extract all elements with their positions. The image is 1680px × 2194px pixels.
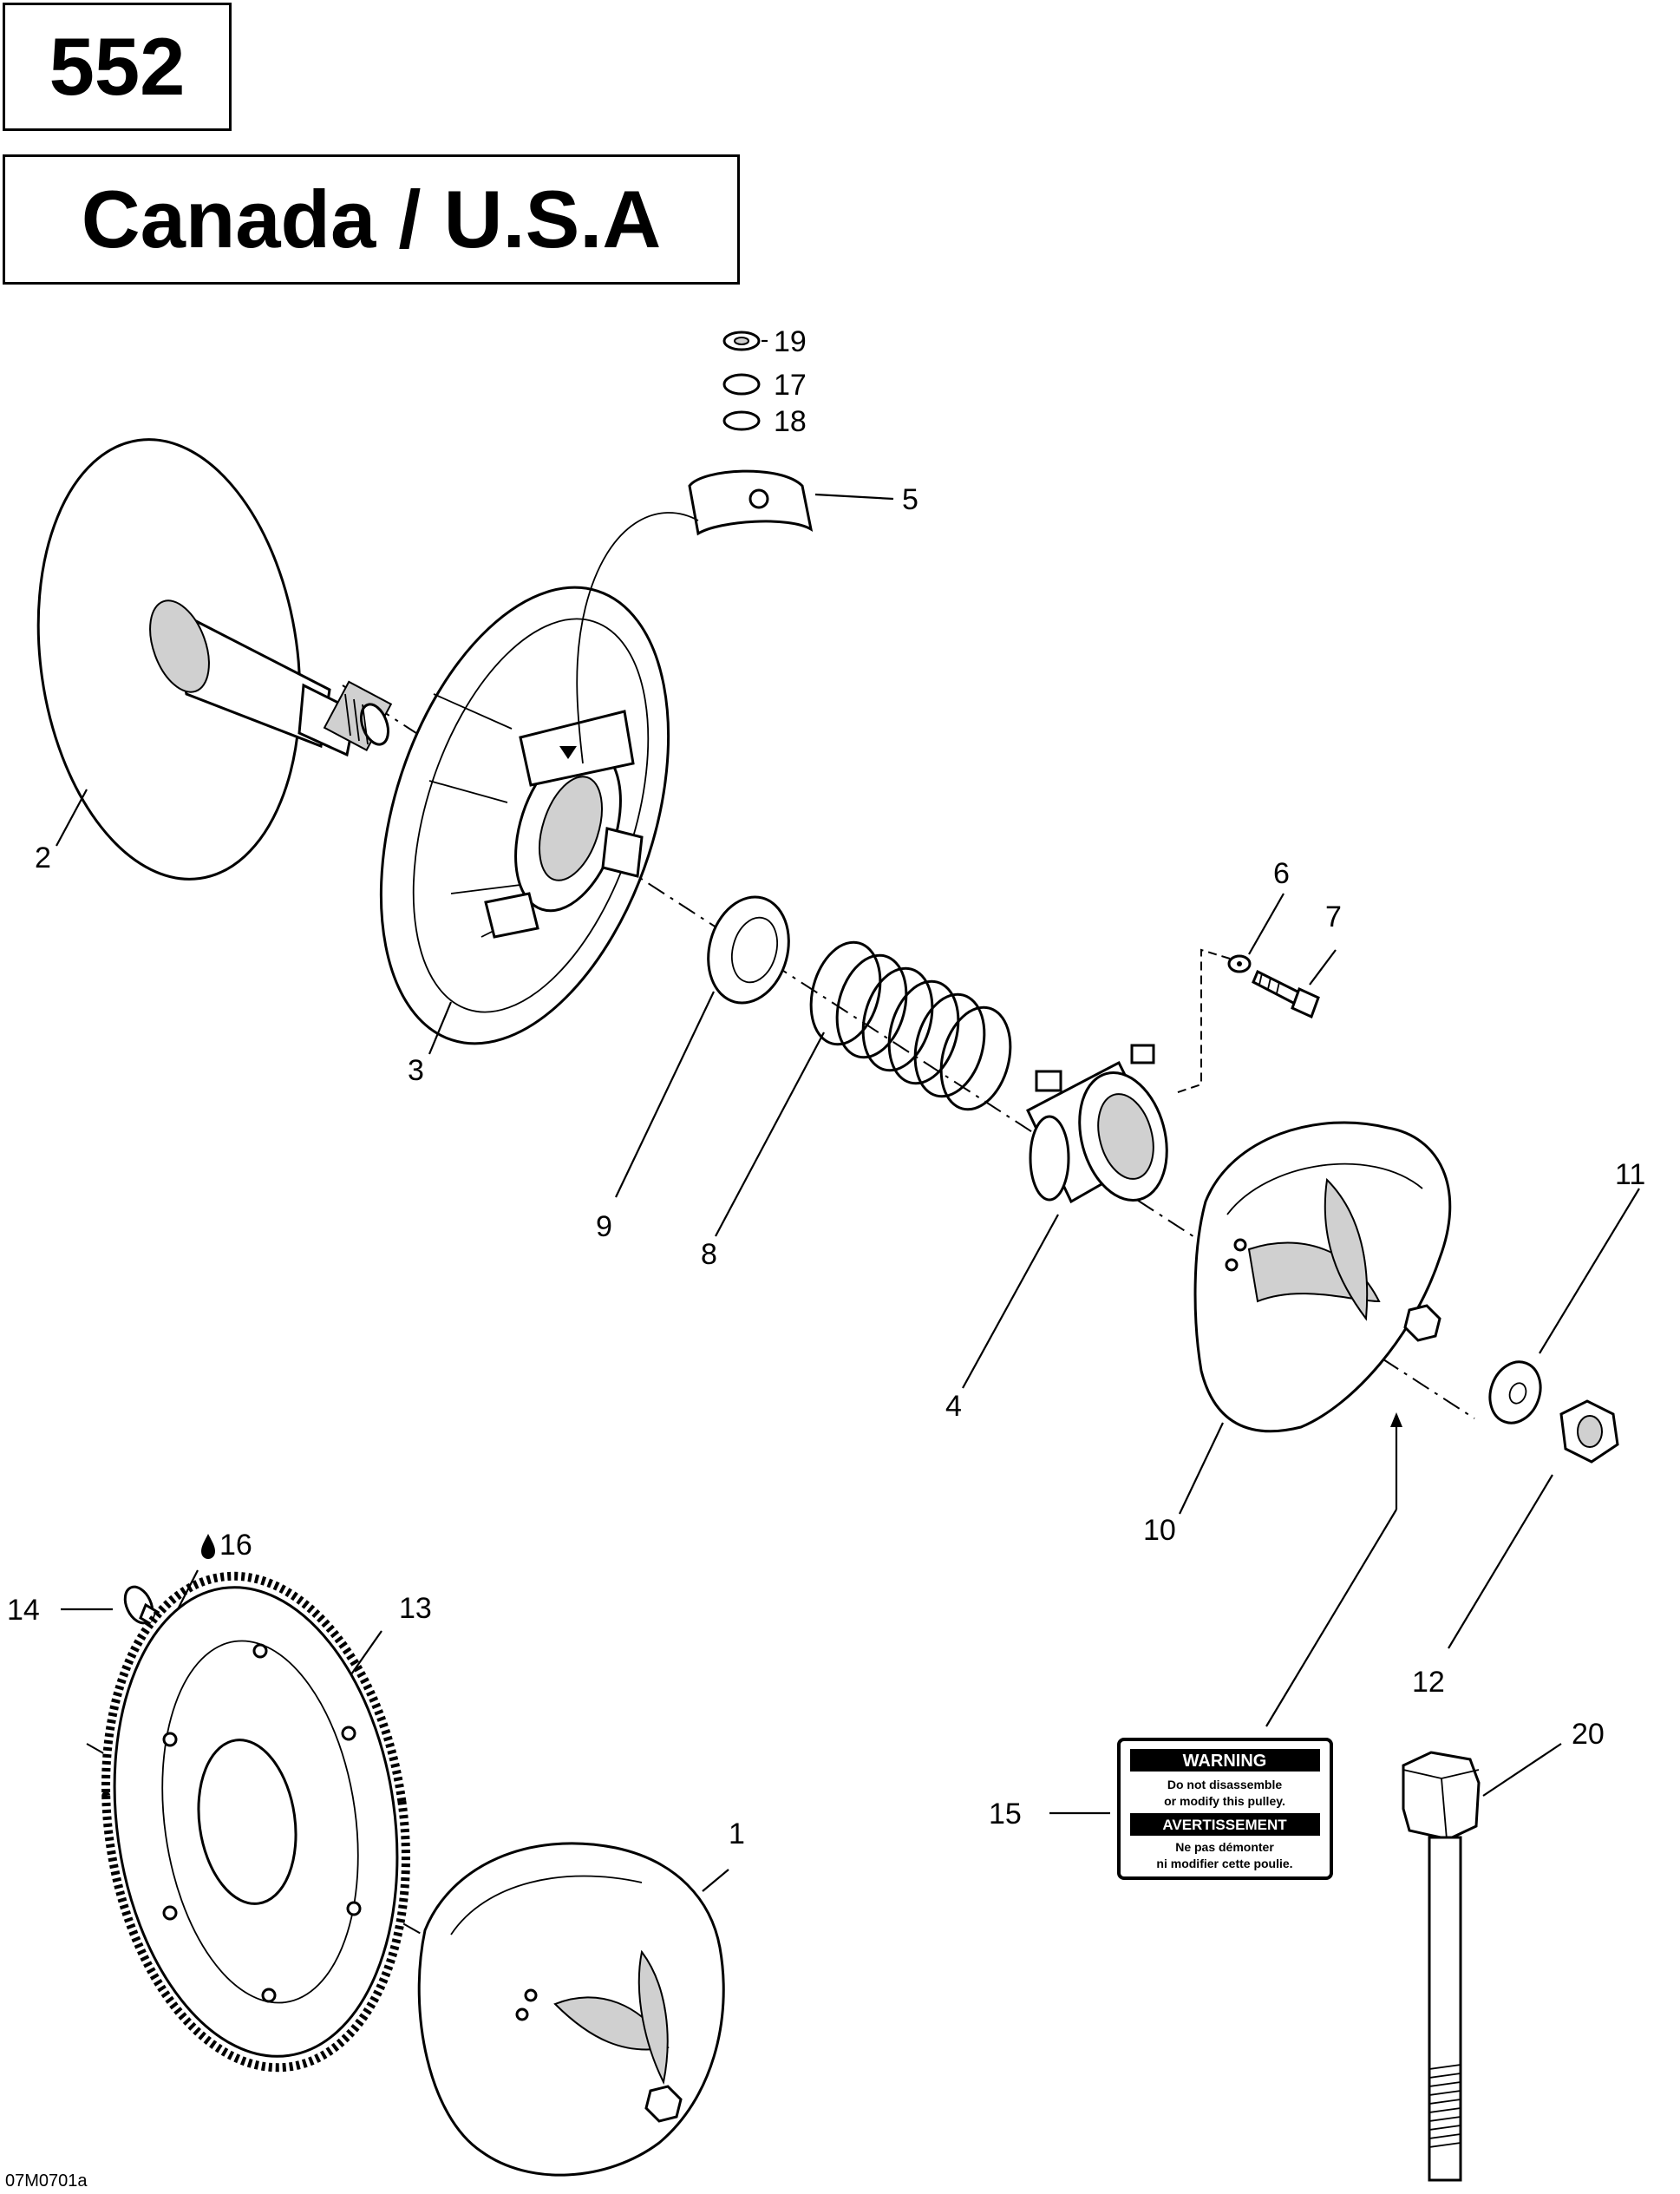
screw-hidden-line — [1174, 948, 1231, 1094]
part-8-spring — [809, 940, 1012, 1111]
part-2-fixed-sheave — [36, 438, 393, 881]
figure-reference: 07M0701a — [5, 2171, 88, 2191]
part-13-ring-gear — [101, 1571, 410, 2073]
callout-20: 20 — [1572, 1718, 1605, 1751]
callout-1: 1 — [729, 1817, 745, 1850]
callout-10: 10 — [1143, 1514, 1176, 1547]
part-5-slider-shoe — [576, 469, 814, 764]
callout-13: 13 — [399, 1592, 432, 1625]
callout-18: 18 — [774, 405, 807, 438]
callout-15: 15 — [989, 1798, 1022, 1831]
callout-8: 8 — [701, 1238, 717, 1271]
callout-12: 12 — [1412, 1666, 1445, 1699]
part-3-sliding-sheave — [379, 586, 670, 1045]
region-label: Canada / U.S.A — [81, 174, 662, 265]
part-7-screw — [1252, 969, 1320, 1019]
part-9-spring-seat — [707, 895, 790, 1005]
decal-warning-title: WARNING — [1183, 1752, 1267, 1771]
adhesive-drop-icon — [201, 1534, 215, 1559]
part-6-washer — [1227, 954, 1252, 973]
callout-11: 11 — [1615, 1158, 1645, 1191]
callout-14: 14 — [7, 1594, 40, 1627]
part-10-sheave-cover — [1193, 1121, 1452, 1510]
decal-fr-line1: Ne pas démonter — [1175, 1840, 1274, 1854]
part-11-washer — [1488, 1360, 1542, 1424]
callout-7: 7 — [1325, 901, 1342, 933]
part-19-washer — [722, 331, 761, 351]
callout-6: 6 — [1273, 857, 1290, 890]
callout-4: 4 — [945, 1390, 962, 1423]
callout-5: 5 — [902, 483, 918, 516]
region-box: Canada / U.S.A — [3, 154, 740, 285]
model-code: 552 — [49, 21, 186, 112]
part-15-warning-decal: WARNING Do not disassemble or modify thi… — [1117, 1738, 1333, 1880]
callout-9: 9 — [596, 1210, 612, 1243]
callout-19: 19 — [774, 325, 807, 358]
part-12-nut — [1559, 1399, 1619, 1464]
callout-16: 16 — [219, 1529, 252, 1562]
decal-warning-line2: or modify this pulley. — [1164, 1794, 1285, 1808]
part-18-button — [722, 410, 761, 431]
callout-3: 3 — [408, 1054, 424, 1087]
part-17-button — [722, 373, 761, 396]
decal-fr-line2: ni modifier cette poulie. — [1156, 1857, 1292, 1870]
decal-fr-title: AVERTISSEMENT — [1162, 1817, 1287, 1833]
callout-2: 2 — [35, 842, 51, 874]
part-4-cam — [1026, 1044, 1168, 1204]
model-code-box: 552 — [3, 3, 232, 131]
leader-lines — [56, 339, 1640, 1892]
part-20-bolt — [1402, 1751, 1481, 2182]
part-1-drive-sheave — [417, 1842, 725, 2177]
decal-warning-line1: Do not disassemble — [1167, 1778, 1282, 1791]
callout-17: 17 — [774, 369, 807, 402]
